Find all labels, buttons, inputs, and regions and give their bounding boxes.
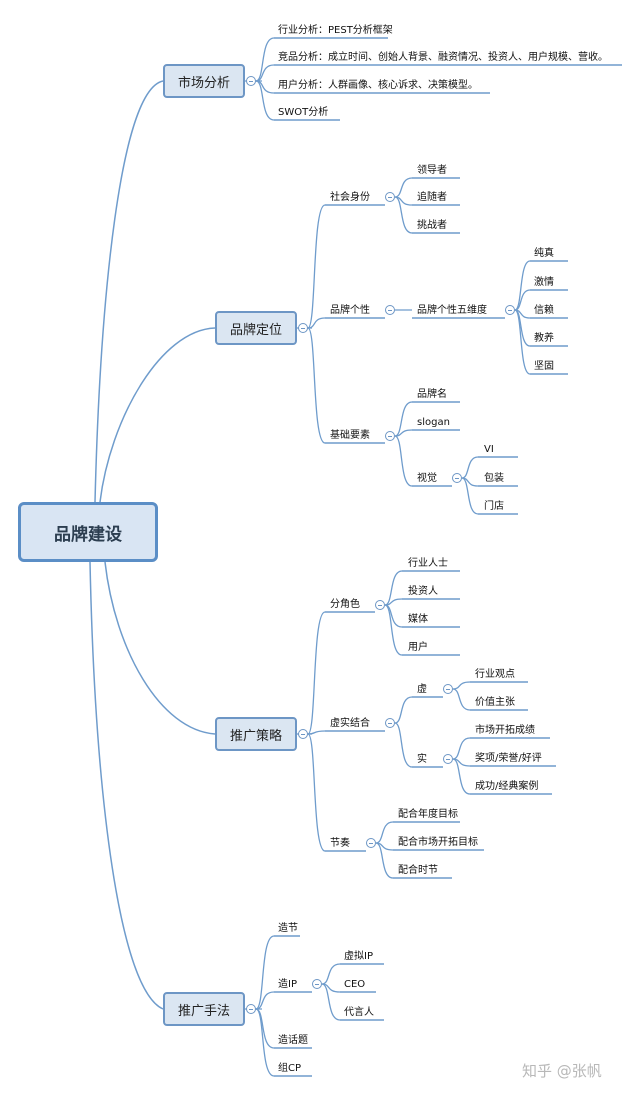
topic-sophistication[interactable]: 教养 <box>534 333 554 344</box>
topic-five-dimensions[interactable]: 品牌个性五维度 <box>417 305 487 316</box>
branch-node-promotion-methods[interactable]: 推广手法 <box>163 992 245 1026</box>
topic-challenger[interactable]: 挑战者 <box>417 220 447 231</box>
topic-annual-goals[interactable]: 配合年度目标 <box>398 809 458 820</box>
topic-virtual[interactable]: 虚 <box>417 684 427 695</box>
collapse-icon[interactable] <box>246 76 256 86</box>
topic-success-cases[interactable]: 成功/经典案例 <box>475 781 539 792</box>
topic-competence[interactable]: 信赖 <box>534 305 554 316</box>
topic-slogan[interactable]: slogan <box>417 417 450 428</box>
branch-node-brand-positioning[interactable]: 品牌定位 <box>215 311 297 345</box>
topic-competitor-analysis[interactable]: 竞品分析：成立时间、创始人背景、融资情况、投资人、用户规模、营收。 <box>278 52 608 63</box>
collapse-icon[interactable] <box>246 1004 256 1014</box>
topic-leader[interactable]: 领导者 <box>417 165 447 176</box>
collapse-icon[interactable] <box>452 473 462 483</box>
topic-vi[interactable]: VI <box>484 444 494 455</box>
topic-spokesperson[interactable]: 代言人 <box>344 1007 374 1018</box>
topic-media[interactable]: 媒体 <box>408 614 428 625</box>
collapse-icon[interactable] <box>443 684 453 694</box>
root-node[interactable]: 品牌建设 <box>18 502 158 562</box>
topic-ceo[interactable]: CEO <box>344 979 366 990</box>
branch-node-promotion-strategy[interactable]: 推广策略 <box>215 717 297 751</box>
topic-visual[interactable]: 视觉 <box>417 473 437 484</box>
topic-rhythm[interactable]: 节奏 <box>330 838 350 849</box>
topic-create-topic[interactable]: 造话题 <box>278 1035 308 1046</box>
topic-packaging[interactable]: 包装 <box>484 473 504 484</box>
topic-store[interactable]: 门店 <box>484 501 504 512</box>
collapse-icon[interactable] <box>366 838 376 848</box>
topic-virtual-real[interactable]: 虚实结合 <box>330 718 370 729</box>
topic-industry-views[interactable]: 行业观点 <box>475 669 515 680</box>
collapse-icon[interactable] <box>443 754 453 764</box>
topic-market-results[interactable]: 市场开拓成绩 <box>475 725 535 736</box>
topic-users[interactable]: 用户 <box>408 642 428 653</box>
topic-basic-elements[interactable]: 基础要素 <box>330 430 370 441</box>
topic-sincerity[interactable]: 纯真 <box>534 248 554 259</box>
collapse-icon[interactable] <box>385 431 395 441</box>
collapse-icon[interactable] <box>385 192 395 202</box>
topic-brand-name[interactable]: 品牌名 <box>417 389 447 400</box>
topic-market-goals[interactable]: 配合市场开拓目标 <box>398 837 478 848</box>
topic-create-ip[interactable]: 造IP <box>278 979 297 990</box>
topic-social-identity[interactable]: 社会身份 <box>330 192 370 203</box>
topic-awards[interactable]: 奖项/荣誉/好评 <box>475 753 542 764</box>
collapse-icon[interactable] <box>312 979 322 989</box>
watermark: 知乎 @张帆 <box>522 1062 602 1080</box>
topic-by-role[interactable]: 分角色 <box>330 599 360 610</box>
collapse-icon[interactable] <box>505 305 515 315</box>
topic-industry-people[interactable]: 行业人士 <box>408 558 448 569</box>
topic-industry-analysis[interactable]: 行业分析：PEST分析框架 <box>278 25 393 36</box>
topic-create-festival[interactable]: 造节 <box>278 923 298 934</box>
collapse-icon[interactable] <box>298 729 308 739</box>
topic-cp-pairing[interactable]: 组CP <box>278 1063 302 1074</box>
branch-node-market-analysis[interactable]: 市场分析 <box>163 64 245 98</box>
topic-ruggedness[interactable]: 坚固 <box>534 361 554 372</box>
collapse-icon[interactable] <box>375 600 385 610</box>
topic-user-analysis[interactable]: 用户分析：人群画像、核心诉求、决策模型。 <box>278 80 478 91</box>
topic-virtual-ip[interactable]: 虚拟IP <box>344 951 373 962</box>
collapse-icon[interactable] <box>298 323 308 333</box>
topic-excitement[interactable]: 激情 <box>534 277 554 288</box>
topic-follower[interactable]: 追随者 <box>417 192 447 203</box>
topic-real[interactable]: 实 <box>417 754 427 765</box>
collapse-icon[interactable] <box>385 718 395 728</box>
topic-value-proposition[interactable]: 价值主张 <box>475 697 515 708</box>
topic-seasonal[interactable]: 配合时节 <box>398 865 438 876</box>
collapse-icon[interactable] <box>385 305 395 315</box>
topic-investors[interactable]: 投资人 <box>408 586 438 597</box>
topic-swot-analysis[interactable]: SWOT分析 <box>278 107 329 118</box>
topic-brand-personality[interactable]: 品牌个性 <box>330 305 370 316</box>
